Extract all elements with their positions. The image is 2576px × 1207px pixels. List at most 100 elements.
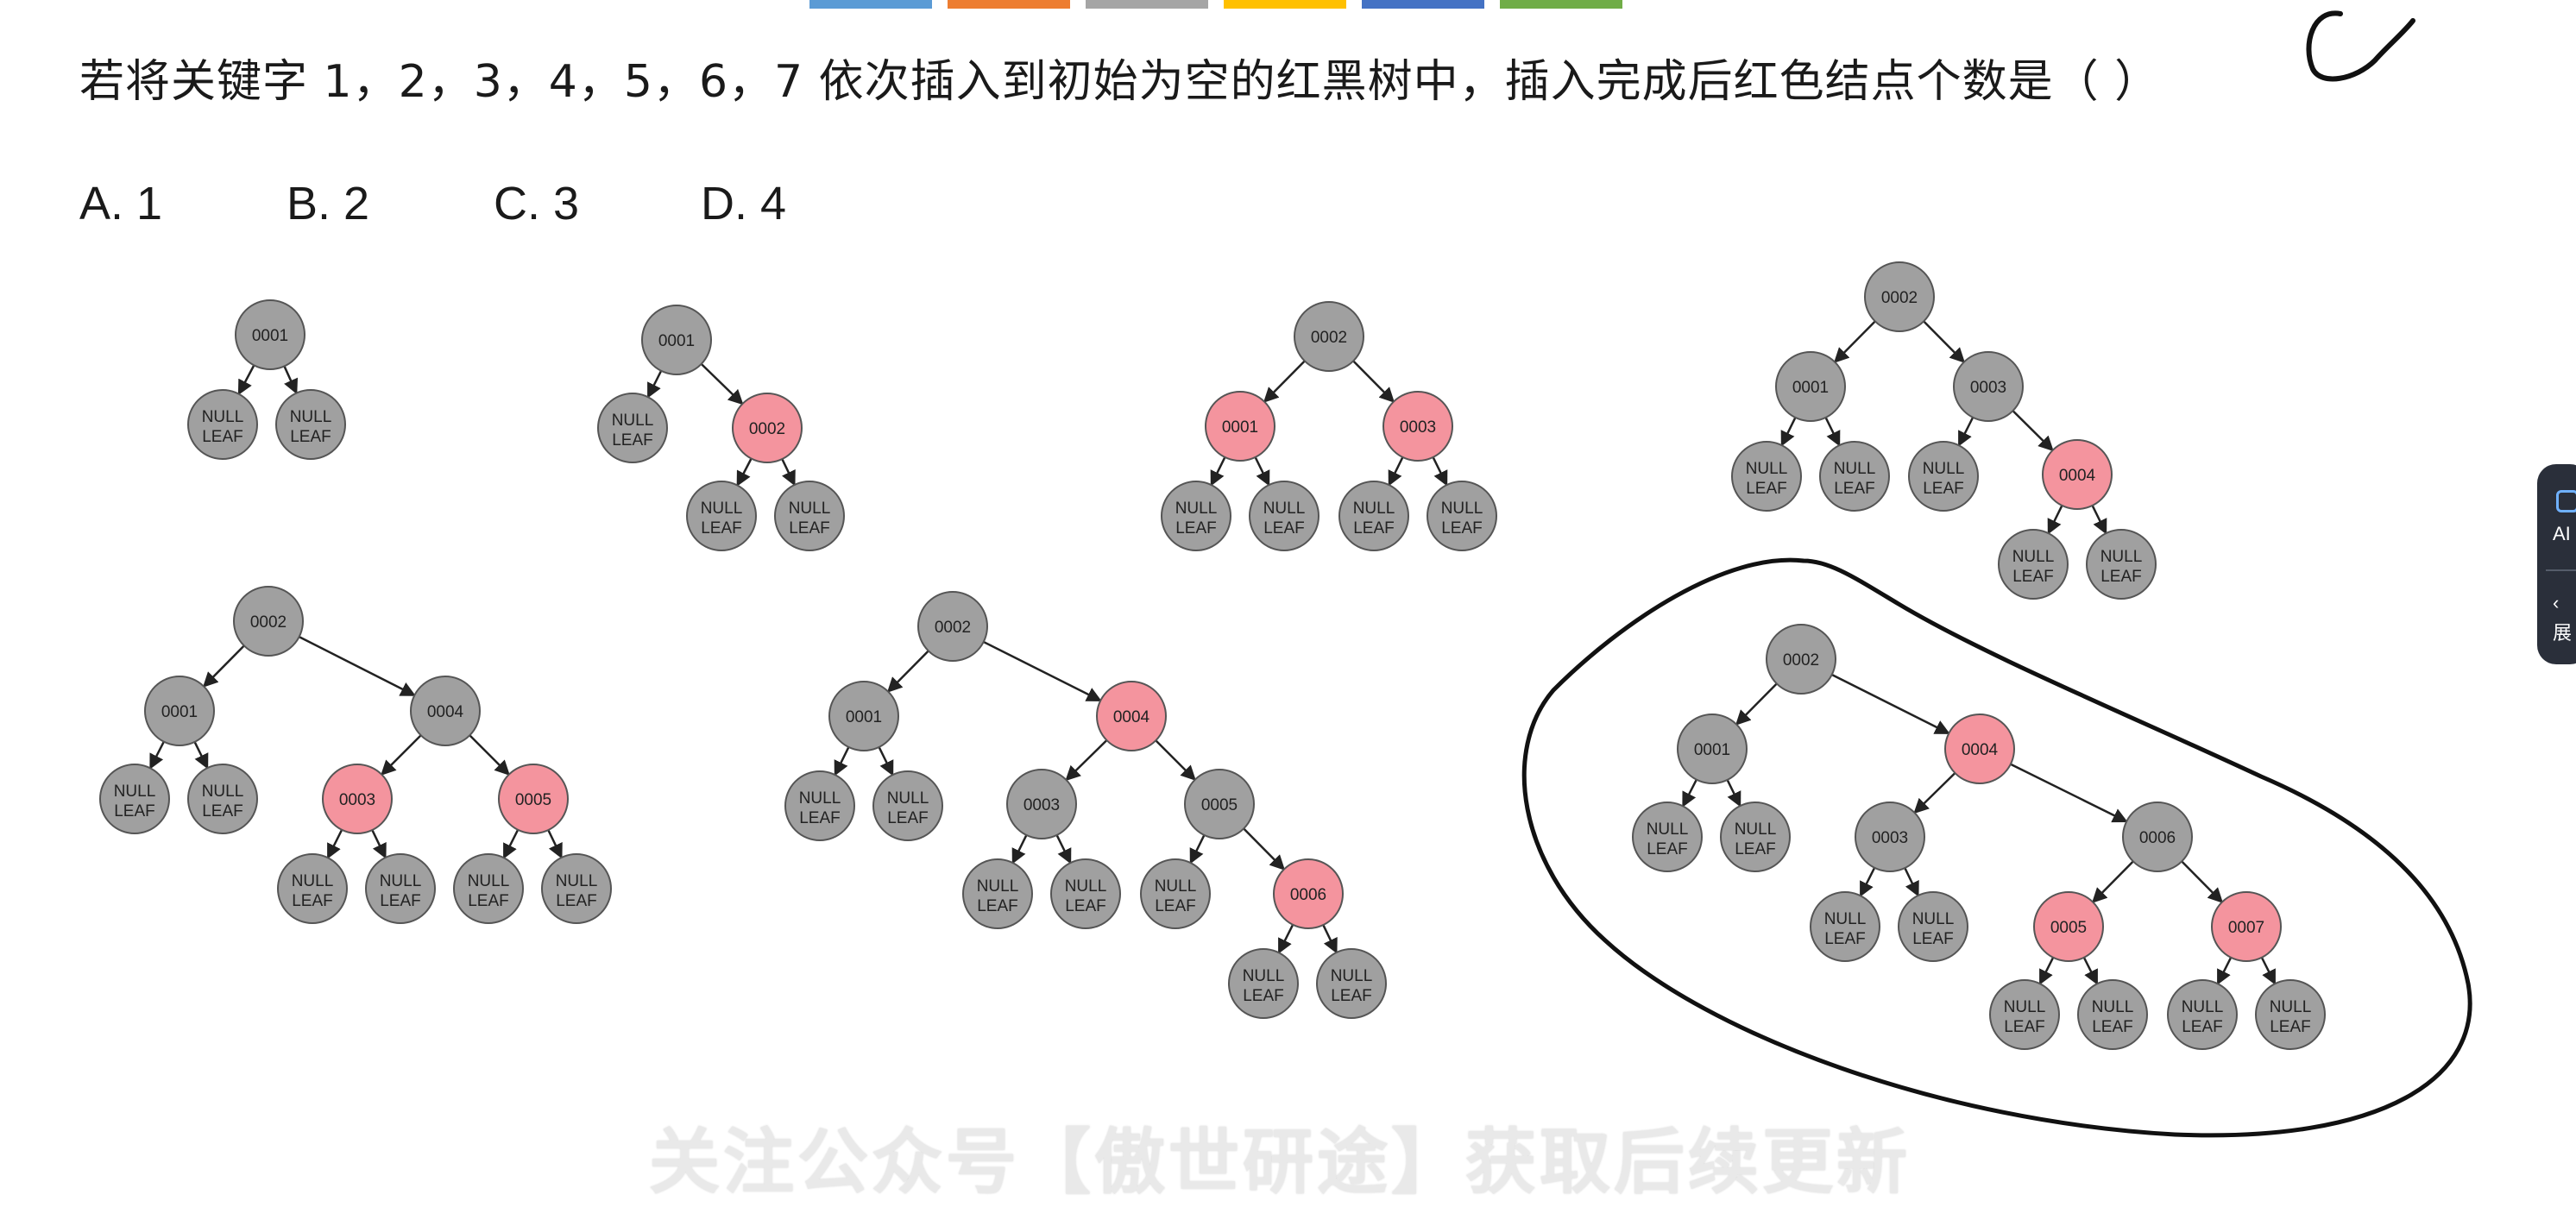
leaf-edge (646, 370, 663, 399)
leaf-edge (1726, 779, 1741, 808)
leaf-edge (2091, 505, 2107, 535)
leaf-label-leaf: LEAF (2004, 1018, 2045, 1036)
leaf-label-null: NULL (1263, 500, 1306, 518)
node-key: 0001 (252, 327, 288, 345)
leaf-label-null: NULL (202, 408, 244, 426)
node-key: 0003 (339, 791, 375, 809)
color-swatch-yellow (1224, 0, 1346, 9)
tree-edge (1923, 320, 1966, 363)
leaf-edge (547, 829, 563, 859)
leaf-label-leaf: LEAF (2182, 1018, 2223, 1036)
tree-edge (983, 640, 1102, 702)
black-node (144, 676, 215, 746)
black-node (641, 305, 712, 375)
option-b: B. 2 (287, 178, 370, 229)
leaf-label-null: NULL (2092, 998, 2134, 1016)
tree-edge (886, 650, 929, 693)
leaf-label-null: NULL (1647, 820, 1689, 839)
null-leaf (2077, 979, 2148, 1050)
node-key: 0004 (1113, 708, 1150, 726)
null-leaf (962, 858, 1033, 929)
leaf-label-null: NULL (612, 412, 654, 430)
null-leaf (187, 764, 258, 834)
null-leaf (453, 853, 524, 924)
side-label-ai: AI (2553, 523, 2571, 544)
leaf-label-null: NULL (380, 872, 422, 890)
color-swatch-green (1500, 0, 1622, 9)
leaf-label-leaf: LEAF (468, 892, 509, 910)
null-leaf (1249, 481, 1319, 551)
null-leaf (541, 853, 612, 924)
leaf-label-null: NULL (1331, 967, 1373, 985)
leaf-label-leaf: LEAF (1912, 930, 1954, 948)
leaf-edge (1254, 456, 1270, 487)
tree-edge (1065, 739, 1108, 782)
tree-edge (299, 635, 416, 697)
leaf-edge (1322, 924, 1338, 954)
leaf-label-null: NULL (114, 783, 156, 801)
leaf-label-leaf: LEAF (556, 892, 597, 910)
null-leaf (1810, 891, 1880, 962)
leaf-label-null: NULL (292, 872, 334, 890)
null-leaf (1989, 979, 2060, 1050)
black-node (1775, 351, 1846, 422)
leaf-edge (1277, 924, 1294, 954)
leaf-edge (1824, 417, 1841, 447)
node-key: 0002 (749, 420, 785, 438)
black-node (2122, 802, 2193, 872)
null-leaf (1161, 481, 1231, 551)
tree-edge (202, 644, 245, 688)
leaf-edge (1682, 779, 1697, 808)
option-c: C. 3 (494, 178, 580, 229)
leaf-edge (878, 746, 894, 776)
null-leaf (1720, 802, 1791, 872)
null-leaf (1819, 441, 1890, 512)
null-leaf (1731, 441, 1802, 512)
black-node (917, 591, 988, 662)
leaf-label-null: NULL (2182, 998, 2224, 1016)
node-key: 0006 (1290, 886, 1326, 904)
black-node (1766, 624, 1836, 695)
leaf-label-null: NULL (1065, 877, 1107, 896)
null-leaf (275, 389, 346, 460)
leaf-label-leaf: LEAF (799, 809, 841, 827)
leaf-label-leaf: LEAF (1834, 480, 1875, 498)
side-widget[interactable]: AI ‹ 展 (2537, 464, 2576, 664)
null-leaf (1050, 858, 1121, 929)
null-leaf (1898, 891, 1968, 962)
leaf-label-null: NULL (1155, 877, 1197, 896)
leaf-label-leaf: LEAF (789, 519, 830, 537)
null-leaf (1427, 481, 1497, 551)
leaf-edge (1189, 834, 1206, 864)
black-node (1184, 769, 1255, 839)
leaf-edge (2038, 957, 2055, 985)
ai-assistant-icon[interactable] (2556, 490, 2576, 512)
leaf-edge (1055, 834, 1072, 864)
leaf-edge (2047, 505, 2063, 535)
leaf-edge (1904, 867, 1919, 897)
leaf-label-leaf: LEAF (2092, 1018, 2133, 1036)
leaf-edge (1859, 867, 1876, 897)
black-node (1677, 714, 1748, 784)
node-key: 0003 (1872, 829, 1908, 847)
null-leaf (872, 770, 943, 841)
highlight-ellipse (1521, 557, 2472, 1138)
leaf-edge (781, 458, 796, 487)
tree-edge (2010, 763, 2128, 823)
node-key: 0006 (2139, 829, 2176, 847)
leaf-label-leaf: LEAF (977, 897, 1018, 915)
leaf-edge (1957, 417, 1975, 447)
leaf-edge (502, 829, 520, 859)
node-key: 0004 (427, 703, 464, 721)
leaf-label-leaf: LEAF (202, 802, 243, 820)
leaf-label-leaf: LEAF (1155, 897, 1196, 915)
tree-edge (1833, 320, 1876, 363)
chevron-left-icon[interactable]: ‹ (2553, 592, 2560, 613)
node-key: 0004 (2059, 467, 2096, 485)
null-leaf (686, 481, 757, 551)
node-key: 0005 (2050, 919, 2087, 937)
trees-layer: 0001NULLLEAFNULLLEAF00010002NULLLEAFNULL… (99, 261, 2326, 1050)
